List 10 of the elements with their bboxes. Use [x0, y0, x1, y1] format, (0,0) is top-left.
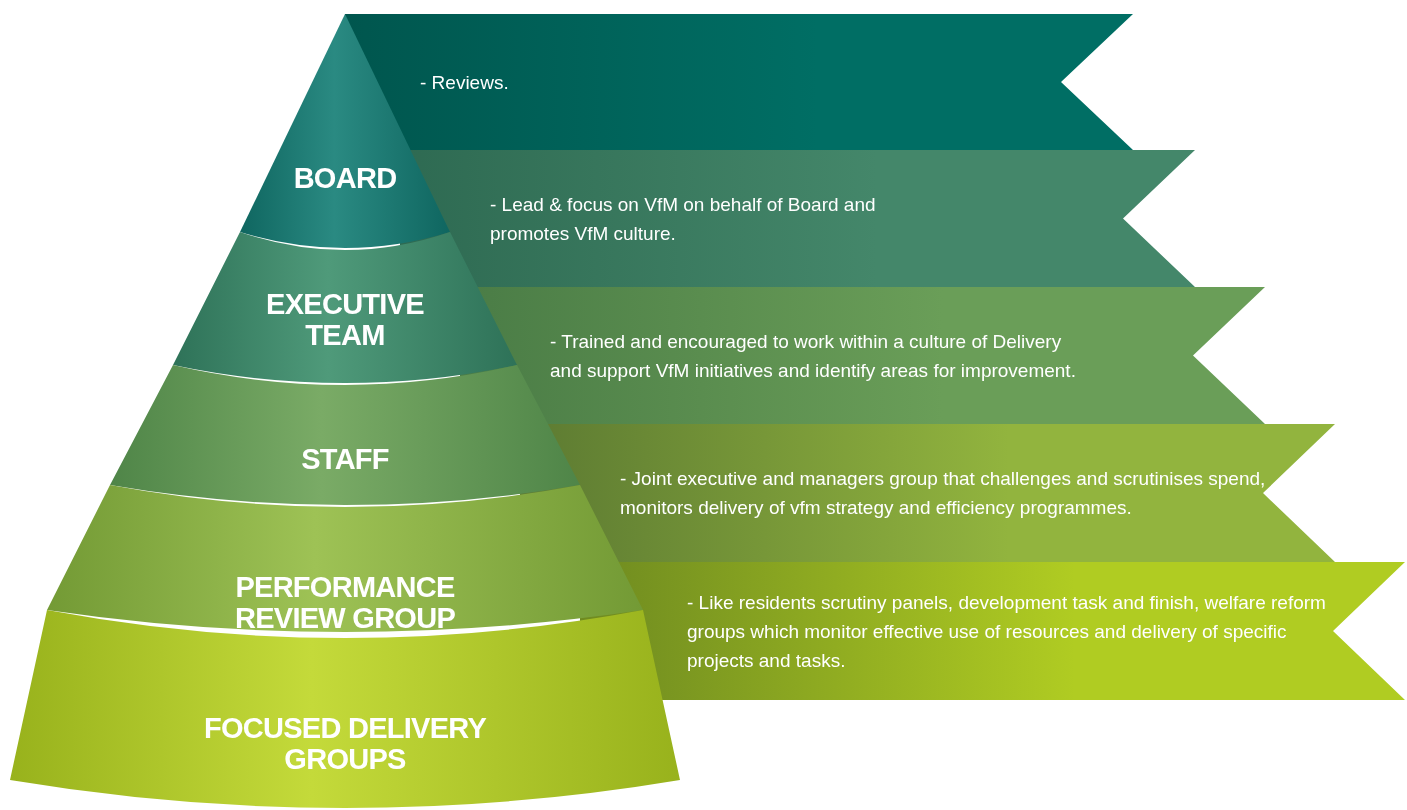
banner-text: - Joint executive and managers group that challenges and scrutinises spend, monitors delivery of vfm strategy and efficiency programmes. — [620, 467, 1267, 520]
layer-label: STAFF — [301, 443, 389, 475]
banner-text: - Lead & focus on VfM on behalf of Board and promotes VfM culture. — [490, 192, 877, 246]
layer-label: EXECUTIVE TEAM — [266, 288, 424, 351]
layer-label: BOARD — [293, 162, 397, 194]
layer-label: PERFORMANCE REVIEW GROUP — [234, 571, 456, 634]
banner-text: - Like residents scrutiny panels, development task and finish, welfare reform groups which monitor effective use of resources and delivery of specific projects and tasks. — [687, 590, 1327, 673]
banner-text: - Reviews. — [420, 70, 509, 95]
layer-label: FOCUSED DELIVERY GROUPS — [203, 712, 487, 775]
banner-text: - Trained and encouraged to work within a culture of Delivery and support VfM initiatives and identify areas for improvement. — [550, 329, 1077, 383]
